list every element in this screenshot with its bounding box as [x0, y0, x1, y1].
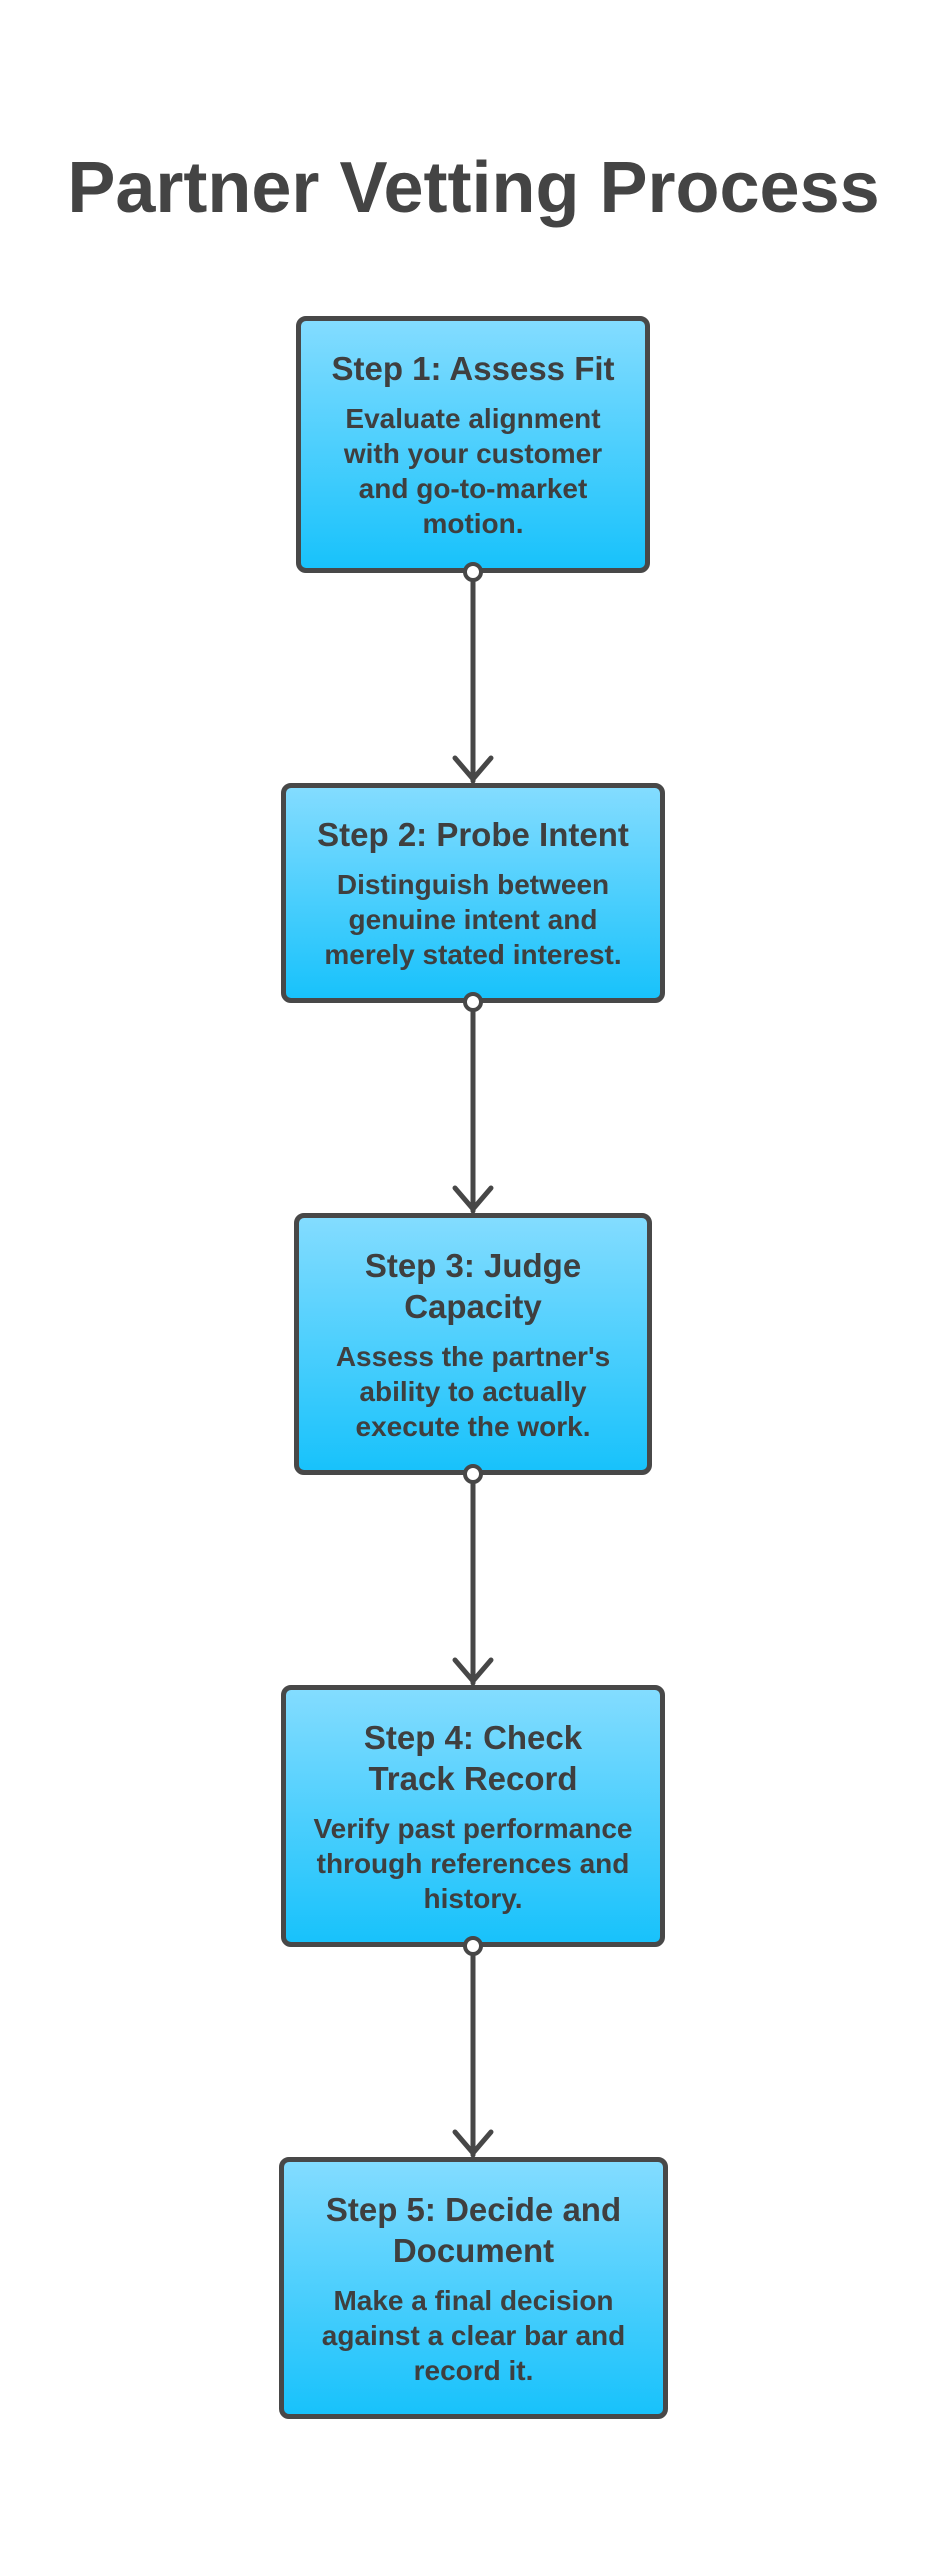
- step-box-5: Step 5: Decide and Document Make a final…: [279, 2157, 668, 2419]
- step-title-3: Step 3: Judge Capacity: [364, 1246, 582, 1325]
- connector-dot-2: [463, 992, 483, 1012]
- step-description-4: Verify past performance through referenc…: [313, 1812, 633, 1914]
- arrowhead-4-5: [452, 2129, 494, 2156]
- connector-dot-4: [463, 1936, 483, 1956]
- arrowhead-2-3: [452, 1185, 494, 1212]
- step-title-5: Step 5: Decide and Document: [325, 2190, 622, 2269]
- step-title-4: Step 4: Check Track Record: [363, 1718, 583, 1797]
- step-box-1: Step 1: Assess Fit Evaluate alignment wi…: [296, 316, 650, 573]
- step-title-1: Step 1: Assess Fit: [331, 350, 615, 387]
- step-box-4: Step 4: Check Track Record Verify past p…: [281, 1685, 665, 1947]
- arrowhead-1-2: [452, 755, 494, 782]
- step-description-5: Make a final decision against a clear ba…: [321, 2284, 626, 2386]
- step-description-2: Distinguish between genuine intent and m…: [324, 869, 622, 970]
- connector-dot-3: [463, 1464, 483, 1484]
- diagram-title: Partner Vetting Process: [67, 148, 880, 228]
- step-description-3: Assess the partner's ability to actually…: [335, 1340, 611, 1442]
- step-description-1: Evaluate alignment with your customer an…: [343, 403, 603, 539]
- step-title-2: Step 2: Probe Intent: [317, 816, 629, 853]
- connector-dot-1: [463, 562, 483, 582]
- arrowhead-3-4: [452, 1657, 494, 1684]
- step-box-2: Step 2: Probe Intent Distinguish between…: [281, 783, 665, 1003]
